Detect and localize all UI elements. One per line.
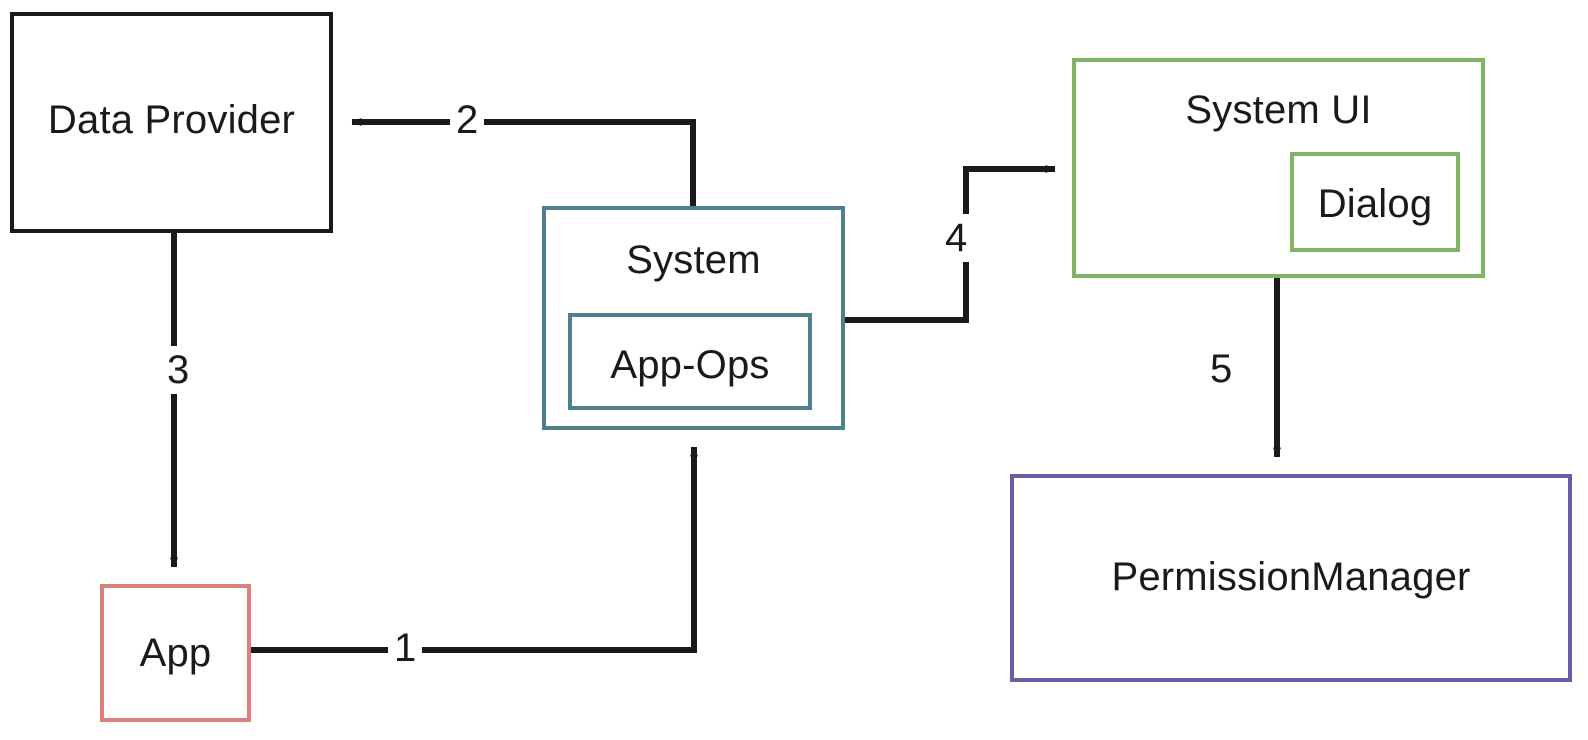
edge-label-3: 3: [160, 346, 197, 394]
edge-1-path: [251, 446, 698, 653]
node-dialog-label: Dialog: [1317, 182, 1433, 226]
node-permission-manager[interactable]: PermissionManager: [1010, 474, 1572, 682]
node-dialog[interactable]: Dialog: [1290, 152, 1460, 252]
node-permission-manager-label: PermissionManager: [1111, 555, 1471, 599]
edge-label-2: 2: [450, 100, 485, 140]
node-data-provider-label: Data Provider: [47, 98, 296, 142]
edge-label-1: 1: [388, 628, 423, 668]
edge-label-5: 5: [1203, 345, 1240, 393]
edge-2-path: [351, 118, 696, 206]
node-data-provider[interactable]: Data Provider: [10, 12, 333, 233]
node-app-label: App: [139, 631, 212, 675]
node-app[interactable]: App: [100, 584, 251, 722]
node-system-ui-label: System UI: [1185, 88, 1372, 132]
edge-label-4: 4: [938, 214, 975, 262]
node-system-label: System: [626, 238, 761, 282]
node-app-ops[interactable]: App-Ops: [568, 313, 812, 410]
node-app-ops-label: App-Ops: [610, 343, 770, 387]
